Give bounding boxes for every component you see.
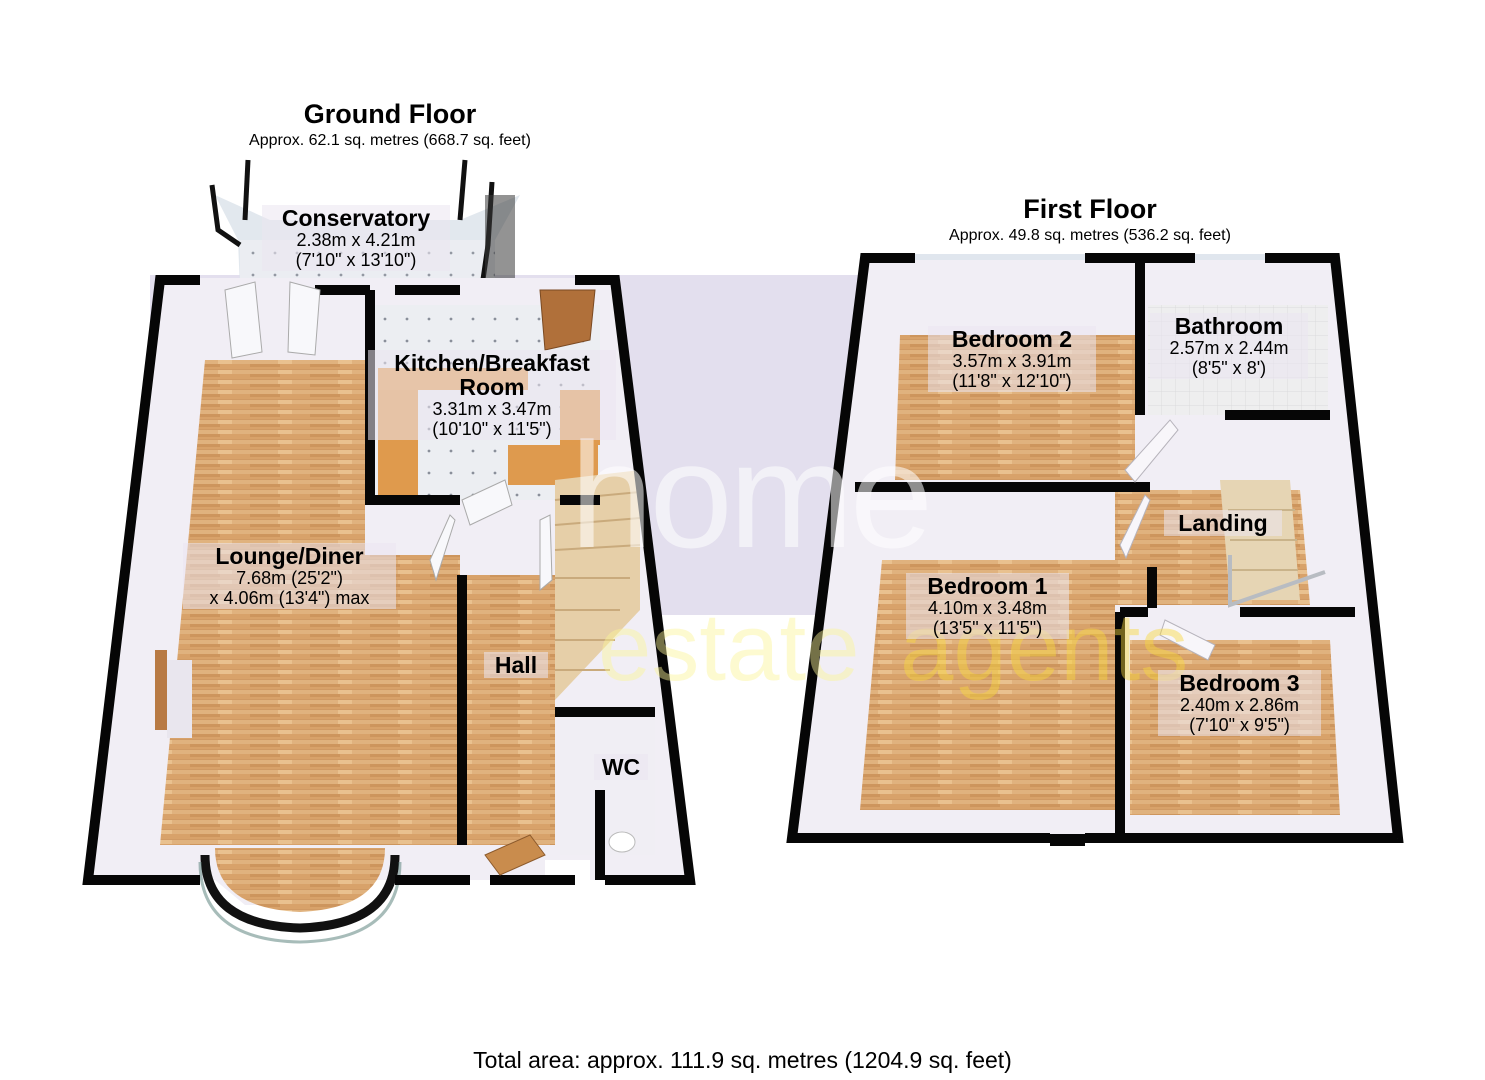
room-dim-metric: 4.10m x 3.48m	[927, 598, 1048, 618]
room-dim-imperial: x 4.06m (13'4") max	[209, 588, 370, 608]
first-floor-title: First Floor	[1023, 194, 1157, 224]
room-label-wc: WC	[594, 754, 648, 780]
room-label-lounge: Lounge/Diner 7.68m (25'2") x 4.06m (13'4…	[183, 543, 396, 609]
room-dim-metric: 7.68m (25'2")	[236, 568, 343, 588]
room-dim-imperial: (7'10" x 9'5")	[1189, 715, 1290, 735]
watermark-estate: estate	[598, 594, 860, 701]
room-label-hall: Hall	[484, 652, 548, 678]
room-name-line2: Room	[459, 374, 525, 400]
room-name: Bedroom 2	[951, 326, 1073, 352]
room-name: Bathroom	[1174, 313, 1284, 339]
room-name: Lounge/Diner	[215, 543, 364, 569]
room-name: Bedroom 1	[927, 573, 1048, 599]
room-name: Kitchen/Breakfast	[394, 350, 590, 376]
watermark-home: home	[570, 411, 933, 579]
room-dim-imperial: (7'10" x 13'10")	[295, 250, 417, 270]
first-floor-area: Approx. 49.8 sq. metres (536.2 sq. feet)	[949, 227, 1231, 244]
room-name: Conservatory	[281, 205, 431, 231]
room-name: Hall	[494, 652, 538, 678]
room-dim-metric: 2.38m x 4.21m	[296, 230, 416, 250]
room-name: WC	[601, 754, 641, 780]
room-label-bedroom-3: Bedroom 3 2.40m x 2.86m (7'10" x 9'5")	[1158, 670, 1321, 736]
room-label-bathroom: Bathroom 2.57m x 2.44m (8'5" x 8')	[1150, 313, 1308, 379]
room-label-conservatory: Conservatory 2.38m x 4.21m (7'10" x 13'1…	[262, 205, 450, 271]
room-label-bedroom-2: Bedroom 2 3.57m x 3.91m (11'8" x 12'10")	[928, 326, 1096, 392]
room-dim-imperial: (8'5" x 8')	[1191, 358, 1267, 378]
room-label-landing: Landing	[1164, 510, 1282, 536]
room-dim-imperial: (13'5" x 11'5")	[932, 618, 1043, 638]
ground-doors	[224, 281, 596, 876]
room-name: Landing	[1178, 510, 1268, 536]
room-dim-metric: 3.57m x 3.91m	[952, 351, 1072, 371]
room-dim-metric: 3.31m x 3.47m	[432, 399, 552, 419]
ground-floor-area: Approx. 62.1 sq. metres (668.7 sq. feet)	[249, 132, 531, 149]
room-label-kitchen: Kitchen/Breakfast Room 3.31m x 3.47m (10…	[368, 350, 616, 440]
room-dim-imperial: (10'10" x 11'5")	[432, 419, 552, 439]
room-dim-imperial: (11'8" x 12'10")	[952, 371, 1072, 391]
room-name: Bedroom 3	[1179, 670, 1300, 696]
room-label-bedroom-1: Bedroom 1 4.10m x 3.48m (13'5" x 11'5")	[906, 573, 1069, 639]
ground-floor-title: Ground Floor	[303, 99, 477, 129]
total-area: Total area: approx. 111.9 sq. metres (12…	[473, 1047, 1012, 1073]
room-dim-metric: 2.57m x 2.44m	[1169, 338, 1289, 358]
room-dim-metric: 2.40m x 2.86m	[1179, 695, 1300, 715]
